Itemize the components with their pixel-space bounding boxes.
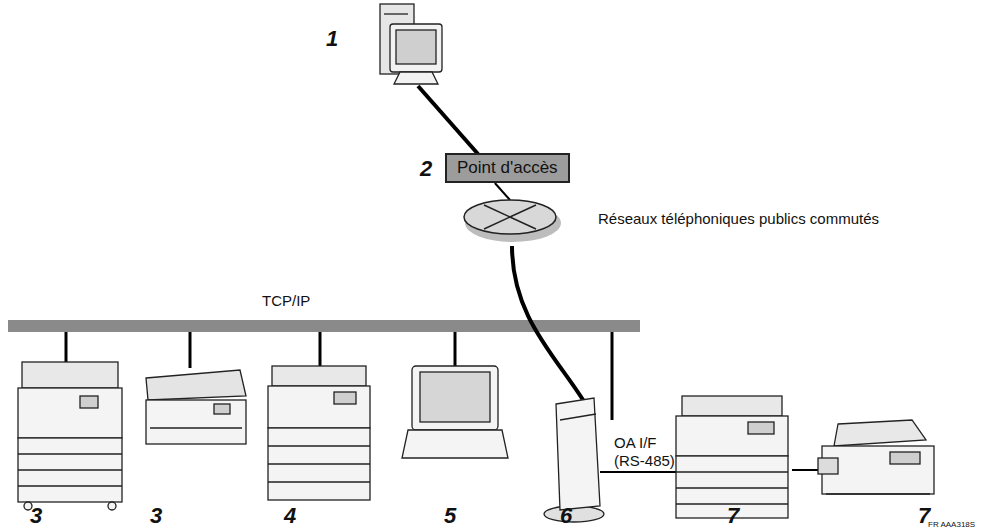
- callout-number: 7: [727, 503, 739, 529]
- network-ellipse: [458, 190, 562, 244]
- callout-number: 3: [150, 503, 162, 529]
- access-point-box: Point d'accès: [445, 153, 570, 183]
- printer: [146, 370, 246, 444]
- callout-number: 1: [326, 26, 338, 52]
- copier-large: [18, 362, 122, 510]
- figure-code: FR AAA318S: [928, 520, 975, 529]
- phone-line: [512, 246, 588, 408]
- network-label: Réseaux téléphoniques publics commutés: [598, 210, 879, 227]
- connector: [495, 183, 510, 200]
- callout-number: 2: [420, 156, 432, 182]
- callout-number: 4: [284, 503, 296, 529]
- host-link: [418, 86, 478, 154]
- callout-number: 3: [30, 503, 42, 529]
- network-symbol: Réseaux téléphoniques publics commutés: [458, 190, 562, 244]
- copier-multifunction: [268, 366, 370, 500]
- box-label: Point d'accès: [457, 158, 558, 178]
- tcpip-bus: [8, 320, 640, 332]
- interface-label: OA I/F (RS-485): [614, 434, 680, 470]
- callout-number: 5: [444, 503, 456, 529]
- modem: [544, 398, 604, 522]
- fax-machine: [818, 420, 934, 494]
- computer-host: [380, 4, 442, 84]
- oa-interface-line: [600, 471, 676, 473]
- workstation: [402, 366, 508, 458]
- copier-oa: [676, 396, 788, 518]
- network-label: TCP/IP: [262, 292, 310, 309]
- callout-number: 6: [560, 503, 572, 529]
